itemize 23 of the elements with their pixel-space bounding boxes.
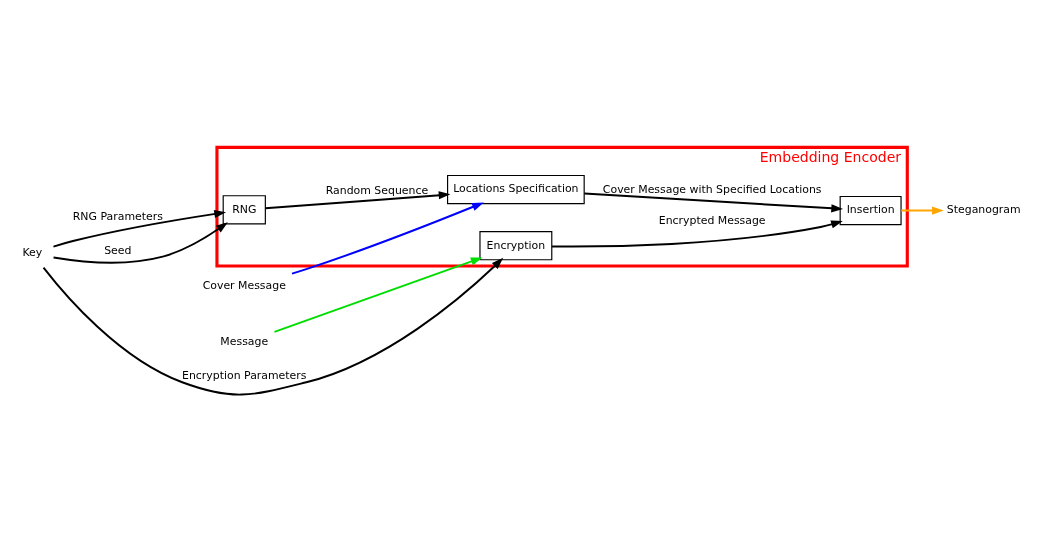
arrow	[273, 257, 483, 333]
edge-label: Encryption Parameters	[182, 369, 307, 383]
arrow	[52, 209, 227, 248]
edge-label: RNG Parameters	[72, 210, 163, 224]
arrow	[291, 202, 484, 275]
arrow	[264, 191, 451, 210]
node-text: Message	[220, 335, 269, 349]
node-box: RNG	[222, 195, 266, 225]
arrow	[550, 220, 843, 248]
node-text: Steganogram	[946, 203, 1021, 217]
node-box: Locations Specification	[447, 174, 585, 205]
node-text: Cover Message	[202, 279, 286, 293]
arrow	[52, 222, 228, 264]
node-box: Insertion	[839, 195, 902, 226]
edge-label: Cover Message with Specified Locations	[602, 182, 822, 196]
arrow	[42, 257, 504, 396]
edge-label: Seed	[104, 243, 132, 257]
edge-label: Encrypted Message	[658, 214, 766, 228]
node-text: Key	[22, 246, 43, 260]
node-box: Encryption	[479, 231, 553, 261]
arrow	[583, 192, 843, 213]
arrow	[900, 206, 944, 215]
edge-label: Random Sequence	[325, 183, 429, 197]
